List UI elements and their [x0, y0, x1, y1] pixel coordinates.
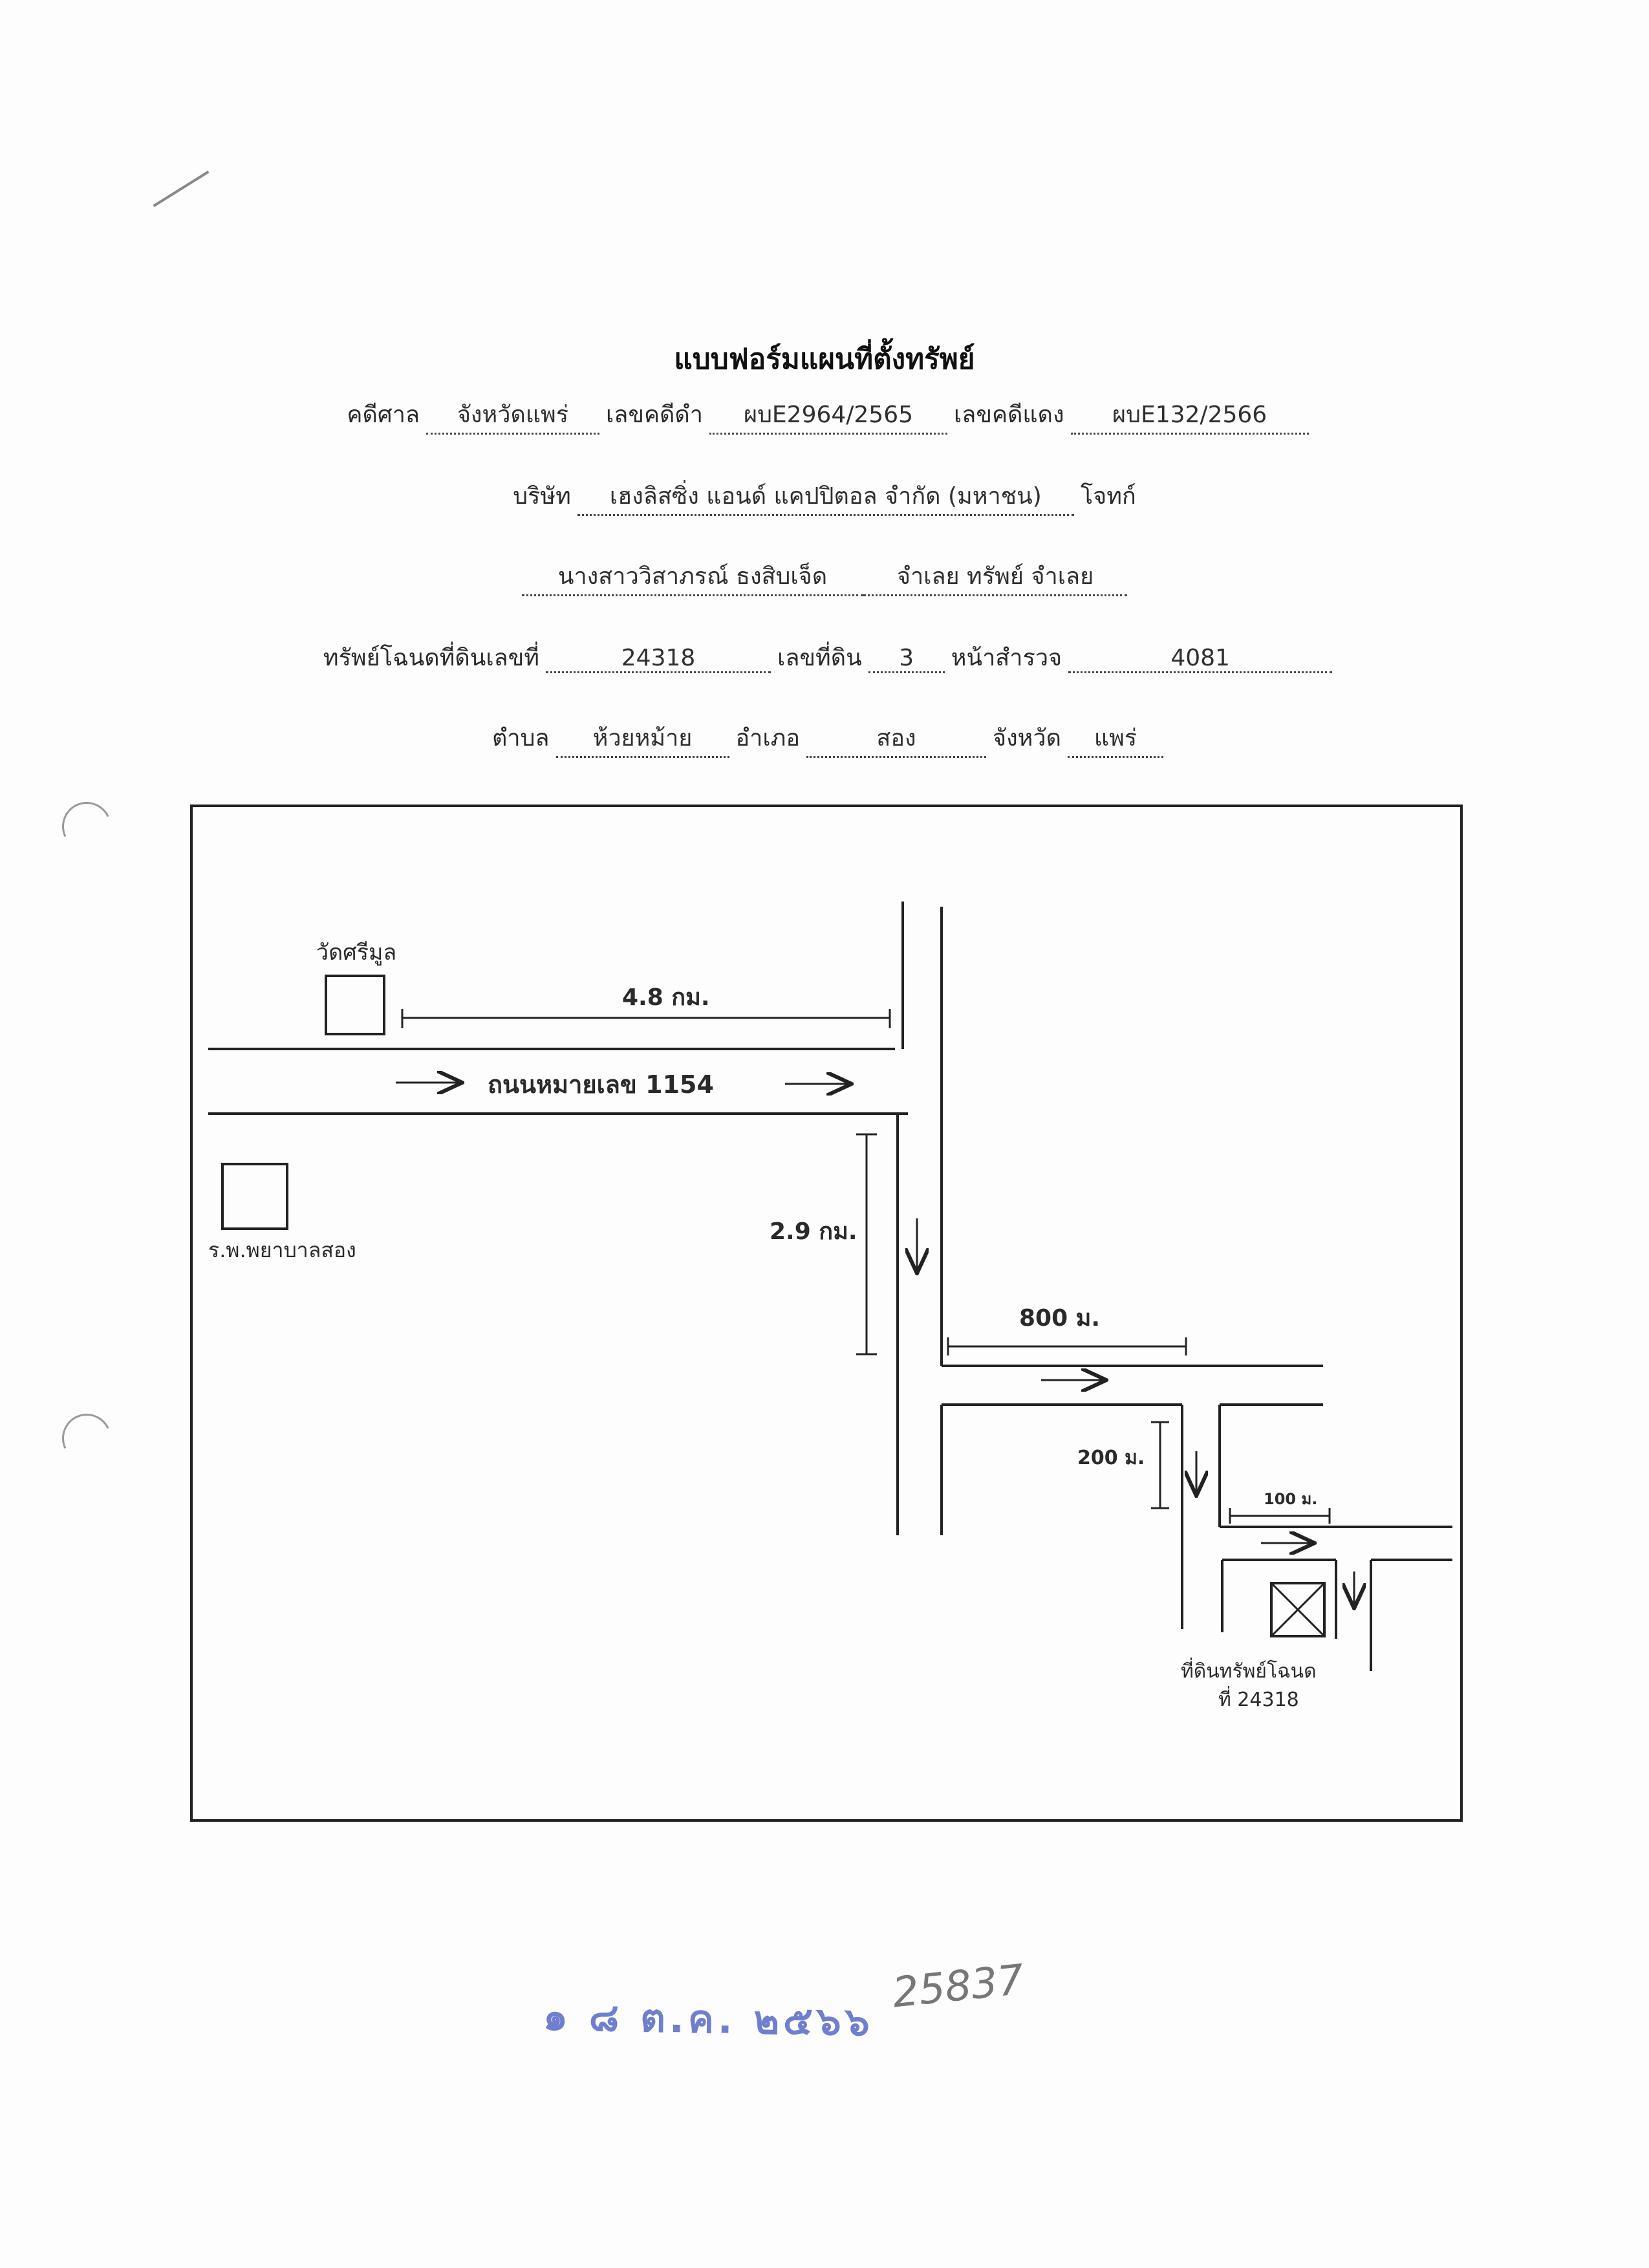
map-drawing: ถนนหมายเลข 1154 วัดศรีมูล 4.8 กม. ร.พ.พย… [190, 805, 1463, 1822]
defendant-label: จำเลย ทรัพย์ จำเลย [863, 557, 1127, 596]
form-title: แบบฟอร์มแผนที่ตั้งทรัพย์ [674, 343, 975, 376]
hospital-label: ร.พ.พยาบาลสอง [208, 1238, 356, 1262]
punch-hole-top [55, 795, 118, 858]
dim-4-8-label: 4.8 กม. [622, 984, 710, 1011]
black-case-label: เลขคดีดำ [605, 402, 703, 428]
company-label: บริษัท [513, 483, 571, 510]
deed-label: ทรัพย์โฉนดที่ดินเลขที่ [323, 645, 540, 671]
court-value: จังหวัดแพร่ [426, 396, 599, 435]
temple-square [325, 975, 385, 1035]
survey-label: หน้าสำรวจ [951, 645, 1062, 671]
red-case-label: เลขคดีแดง [954, 402, 1064, 428]
defendant-line: นางสาววิสาภรณ์ ธงสิบเจ็ดจำเลย ทรัพย์ จำเ… [0, 557, 1649, 596]
pen-mark [153, 170, 210, 208]
date-stamp: ๑ ๘ ต.ค. ๒๕๖๖ [543, 1994, 874, 2046]
red-case-value: ผบE132/2566 [1070, 396, 1309, 435]
defendant-value: นางสาววิสาภรณ์ ธงสิบเจ็ด [522, 557, 863, 596]
district-label: อำเภอ [735, 725, 801, 751]
dim-800-label: 800 ม. [1019, 1305, 1100, 1332]
deed-value: 24318 [546, 645, 771, 673]
court-label: คดีศาล [347, 402, 420, 428]
province-label: จังหวัด [993, 725, 1061, 751]
district-value: สอง [806, 719, 986, 758]
dim-2-9-label: 2.9 กม. [770, 1218, 857, 1245]
subdistrict-label: ตำบล [491, 725, 550, 751]
location-map: ถนนหมายเลข 1154 วัดศรีมูล 4.8 กม. ร.พ.พย… [190, 805, 1464, 1823]
map-frame [190, 805, 1463, 1822]
survey-value: 4081 [1068, 645, 1333, 673]
plaintiff-line: บริษัทเฮงลิสซิ่ง แอนด์ แคปปิตอล จำกัด (ม… [0, 477, 1649, 516]
case-line: คดีศาลจังหวัดแพร่เลขคดีดำผบE2964/2565 เลข… [0, 396, 1649, 435]
hospital-square [221, 1163, 288, 1230]
property-label-1: ที่ดินทรัพย์โฉนด [1181, 1658, 1317, 1683]
punch-hole-bottom [55, 1407, 118, 1470]
handwritten-number: 25837 [890, 1956, 1026, 2018]
property-label-2: ที่ 24318 [1218, 1686, 1299, 1711]
province-value: แพร่ [1068, 719, 1163, 758]
land-no-label: เลขที่ดิน [777, 645, 862, 671]
black-case-value: ผบE2964/2565 [709, 396, 947, 435]
road-1154-label: ถนนหมายเลข 1154 [488, 1070, 714, 1099]
dim-200-label: 200 ม. [1077, 1447, 1145, 1469]
company-value: เฮงลิสซิ่ง แอนด์ แคปปิตอล จำกัด (มหาชน) [577, 477, 1074, 516]
plaintiff-label: โจทก์ [1080, 483, 1136, 510]
dim-100-label: 100 ม. [1264, 1490, 1317, 1508]
property-marker [1270, 1582, 1326, 1637]
location-line: ตำบลห้วยหม้ายอำเภอสอง จังหวัด แพร่ [0, 719, 1649, 758]
temple-label: วัดศรีมูล [316, 940, 396, 966]
land-no-value: 3 [868, 645, 945, 673]
subdistrict-value: ห้วยหม้าย [555, 719, 729, 758]
